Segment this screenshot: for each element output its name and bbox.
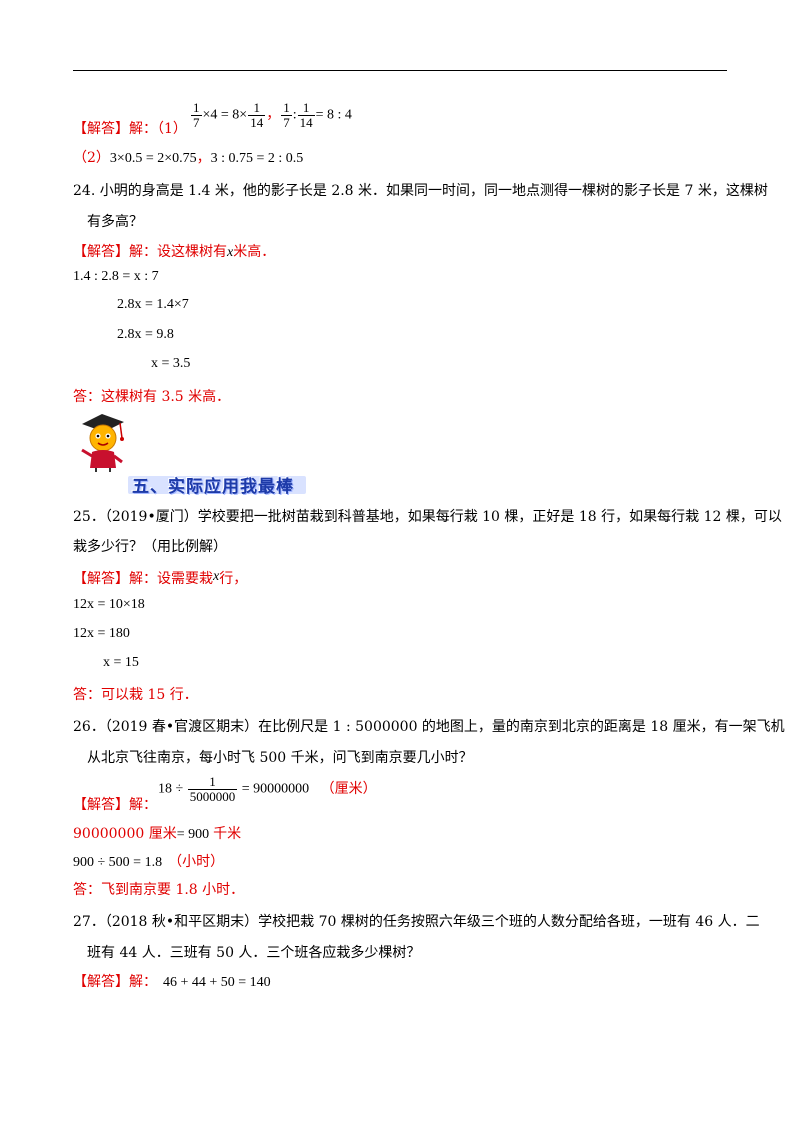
section-heading: 五、实际应用我最棒	[132, 477, 294, 497]
q25-conclusion: 答：可以栽 15 行．	[73, 687, 198, 703]
section-heading-highlight	[128, 476, 306, 494]
q26-answer-label-line: 【解答】解：	[73, 797, 157, 813]
q27-question-line1: 27．（2018 秋•和平区期末）学校把栽 70 棵树的任务按照六年级三个班的人…	[73, 914, 760, 930]
q23-answer-line2: （2）3×0.5 = 2×0.75，3 : 0.75 = 2 : 0.5	[73, 150, 304, 166]
q24-answer-line: 【解答】解：设这棵树有x米高．	[73, 244, 276, 260]
q25-answer-line: 【解答】解：设需要栽x行，	[73, 569, 248, 587]
q23-answer-line1: 【解答】解：（1）	[73, 121, 187, 137]
q24-step4: x = 3.5	[151, 356, 191, 371]
answer-label: 【解答】	[73, 571, 129, 587]
q27-question-line2: 班有 44 人．三班有 50 人．三个班各应栽多少棵树？	[87, 945, 421, 961]
q24-question-line2: 有多高？	[87, 214, 143, 230]
answer-label: 【解答】	[73, 974, 129, 990]
answer-label: 【解答】	[73, 121, 129, 137]
answer-label: 【解答】	[73, 244, 129, 260]
q24-question-line1: 24. 小明的身高是 1.4 米，他的影子长是 2.8 米．如果同一时间，同一地…	[73, 183, 768, 199]
q26-step3: 900 ÷ 500 = 1.8（小时）	[73, 854, 225, 870]
q24-step2: 2.8x = 1.4×7	[117, 297, 189, 312]
q25-question-line1: 25．（2019•厦门）学校要把一批树苗栽到科普基地，如果每行栽 10 棵，正好…	[73, 509, 782, 525]
q26-question-line1: 26．（2019 春•官渡区期末）在比例尺是 1 : 5000000 的地图上，…	[73, 719, 785, 735]
q24-step1: 1.4 : 2.8 = x : 7	[73, 269, 159, 284]
q26-conclusion: 答：飞到南京要 1.8 小时．	[73, 882, 245, 898]
q25-question-line2: 栽多少行？（用比例解）	[73, 539, 227, 555]
q27-answer-line: 【解答】解：46 + 44 + 50 = 140	[73, 974, 271, 990]
answer-label: 【解答】	[73, 797, 129, 813]
q25-step1: 12x = 10×18	[73, 597, 145, 612]
q24-conclusion: 答：这棵树有 3.5 米高．	[73, 389, 231, 405]
q25-step3: x = 15	[103, 655, 139, 670]
mascot-graduate-icon	[81, 414, 124, 472]
header-rule	[73, 70, 727, 71]
q24-step3: 2.8x = 9.8	[117, 327, 174, 342]
q26-question-line2: 从北京飞往南京，每小时飞 500 千米，问飞到南京要几小时？	[87, 750, 473, 766]
q25-step2: 12x = 180	[73, 626, 130, 641]
